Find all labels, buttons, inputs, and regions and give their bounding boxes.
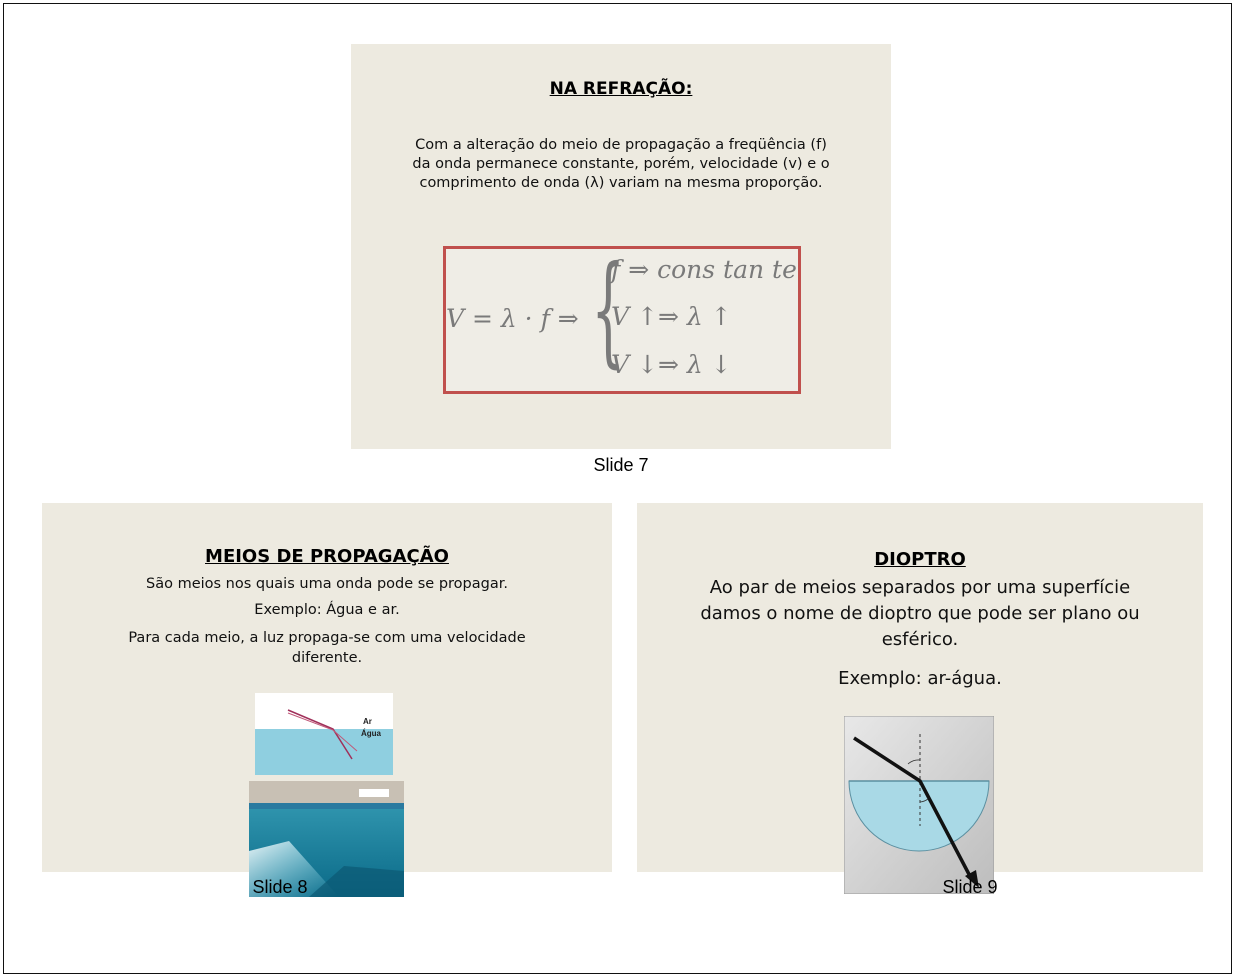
page-frame — [3, 3, 1232, 974]
slide-8: MEIOS DE PROPAGAÇÃO São meios nos quais … — [42, 503, 612, 897]
diagram-label-ar: Ar — [363, 717, 372, 726]
dioptro-diagram — [843, 715, 995, 895]
slide-9: DIOPTRO Ao par de meios separados por um… — [637, 503, 1203, 895]
brace-icon: { — [591, 241, 626, 380]
diagram-label-agua: Água — [361, 729, 382, 738]
slide-example: Exemplo: ar-água. — [838, 668, 1002, 689]
slide-7: NA REFRAÇÃO: Com a alteração do meio de … — [351, 44, 891, 449]
slide-caption: Slide 9 — [942, 877, 998, 897]
slide-caption: Slide 7 — [593, 455, 649, 475]
pool-photo — [249, 781, 404, 897]
formula-box: V = λ · f ⇒ { f ⇒ cons tan te V ↑⇒ λ ↑ V… — [443, 246, 801, 394]
refraction-diagram: Ar Água — [255, 693, 393, 775]
slide-title: MEIOS DE PROPAGAÇÃO — [205, 546, 449, 567]
slide-title: DIOPTRO — [874, 549, 966, 570]
formula-left: V = λ · f ⇒ — [446, 304, 579, 333]
slide-title: NA REFRAÇÃO: — [549, 79, 693, 99]
slide-line: Exemplo: Água e ar. — [254, 602, 400, 618]
slide-paragraph: Ao par de meios separados por uma superf… — [700, 577, 1140, 650]
slide-line: São meios nos quais uma onda pode se pro… — [146, 576, 508, 592]
slide-caption: Slide 8 — [252, 877, 308, 897]
formula-line: V ↓⇒ λ ↓ — [611, 350, 732, 379]
slide-line: Para cada meio, a luz propaga-se com uma… — [128, 630, 526, 666]
formula-line: V ↑⇒ λ ↑ — [611, 302, 732, 331]
slide-paragraph: Com a alteração do meio de propagação a … — [412, 137, 830, 191]
formula-line: f ⇒ cons tan te — [611, 255, 797, 284]
